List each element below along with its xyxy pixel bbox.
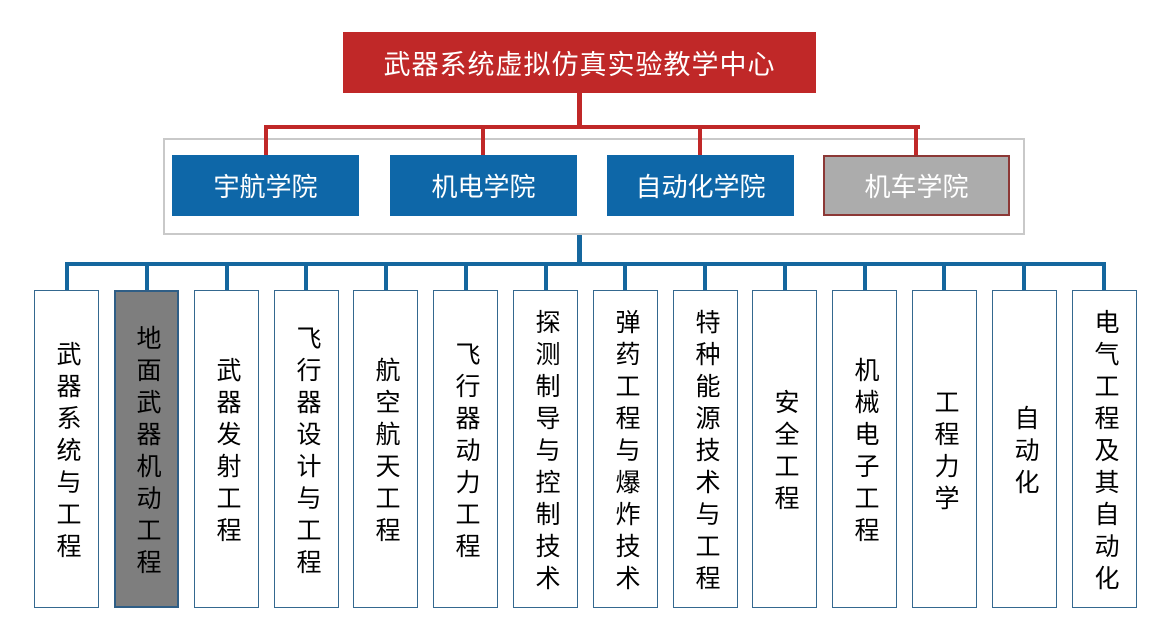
major-box: 武器系统与工程 [34,290,99,608]
connector-root-stem [577,92,582,129]
major-box: 安全工程 [752,290,817,608]
major-box: 工程力学 [912,290,977,608]
major-label: 飞行器设计与工程 [293,324,321,581]
college-node-yuhang: 宇航学院 [172,155,359,216]
major-label: 飞行器动力工程 [452,340,480,565]
major-label: 武器系统与工程 [53,340,81,565]
connector-major-drop-8 [623,266,627,290]
major-box: 飞行器设计与工程 [274,290,339,608]
connector-major-drop-1 [65,266,69,290]
connector-major-drop-13 [1022,266,1026,290]
college-label: 机车学院 [864,172,969,202]
major-label: 探测制导与控制技术 [532,308,560,597]
major-label: 电气工程及其自动化 [1091,308,1119,597]
college-node-zidonghua: 自动化学院 [607,155,794,216]
connector-major-drop-14 [1102,266,1106,290]
connector-major-drop-6 [464,266,468,290]
connector-major-drop-4 [304,266,308,290]
major-label: 机械电子工程 [851,356,879,549]
major-label: 武器发射工程 [213,356,241,549]
college-node-jiche: 机车学院 [823,155,1010,216]
college-node-jidian: 机电学院 [390,155,577,216]
major-box: 探测制导与控制技术 [513,290,578,608]
connector-major-drop-7 [544,266,548,290]
connector-major-drop-2 [145,266,149,290]
major-box: 航空航天工程 [353,290,418,608]
connector-college-drop-3 [698,129,702,156]
connector-major-drop-5 [384,266,388,290]
major-label: 弹药工程与爆炸技术 [612,308,640,597]
connector-majors-rail [65,262,1106,266]
college-label: 宇航学院 [213,172,318,202]
college-label: 自动化学院 [635,172,766,202]
connector-major-drop-9 [703,266,707,290]
major-box: 武器发射工程 [194,290,259,608]
major-box: 电气工程及其自动化 [1072,290,1137,608]
major-box: 特种能源技术与工程 [673,290,738,608]
major-label: 地面武器机动工程 [133,324,161,581]
connector-major-drop-3 [225,266,229,290]
connector-major-drop-10 [783,266,787,290]
connector-frame-stem [577,235,582,262]
major-label: 自动化 [1011,404,1039,501]
major-box: 飞行器动力工程 [433,290,498,608]
major-label: 工程力学 [931,388,959,517]
connector-college-drop-1 [264,129,268,156]
org-root-node: 武器系统虚拟仿真实验教学中心 [343,32,816,93]
connector-major-drop-12 [942,266,946,290]
major-box: 机械电子工程 [832,290,897,608]
major-label: 特种能源技术与工程 [692,308,720,597]
major-box: 自动化 [992,290,1057,608]
major-label: 航空航天工程 [372,356,400,549]
college-label: 机电学院 [431,172,536,202]
connector-colleges-rail [264,125,920,129]
major-box: 弹药工程与爆炸技术 [593,290,658,608]
connector-college-drop-2 [481,129,485,156]
major-label: 安全工程 [771,388,799,517]
major-box-highlighted: 地面武器机动工程 [114,290,179,608]
connector-major-drop-11 [863,266,867,290]
connector-college-drop-4 [914,129,918,156]
org-root-label: 武器系统虚拟仿真实验教学中心 [383,50,776,80]
